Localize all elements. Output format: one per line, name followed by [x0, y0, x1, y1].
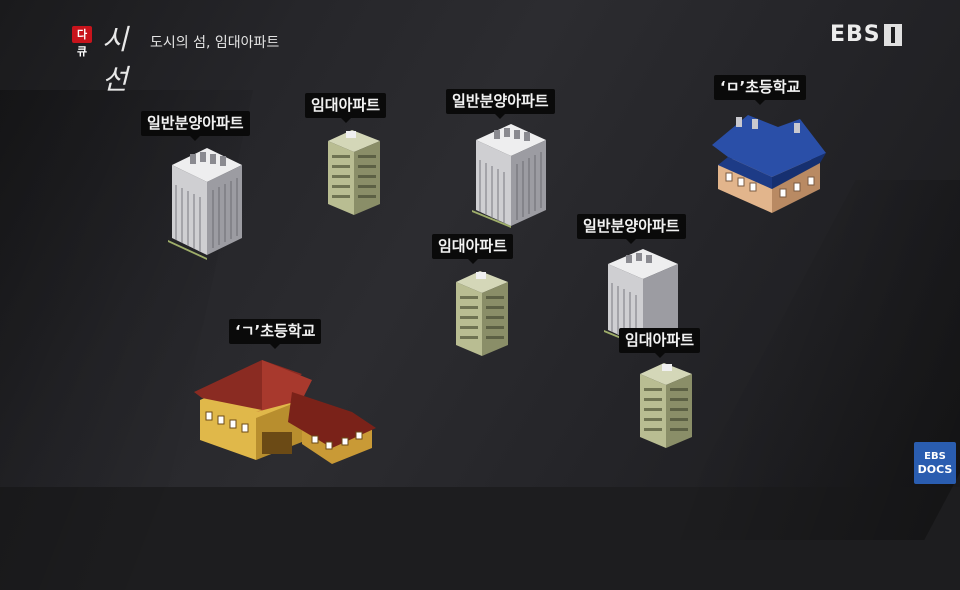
sale-apartment-icon	[472, 124, 546, 228]
label-sale-apartment-1: 일반분양아파트	[141, 111, 250, 141]
series-badge: 다큐	[72, 26, 93, 58]
rental-apartment-icon	[456, 271, 508, 356]
ebs-docs-logo: EBS DOCS	[914, 442, 956, 484]
rental-apartment-icon	[640, 363, 692, 448]
label-rental-apartment-2: 임대아파트	[432, 234, 514, 264]
ebs1-logo: EBS	[830, 22, 902, 47]
ebs-wordmark: EBS	[830, 22, 881, 47]
label-rental-apartment-1: 임대아파트	[305, 93, 387, 123]
episode-title: 도시의 섬, 임대아파트	[150, 35, 280, 51]
label-school-g: ‘ㄱ’초등학교	[229, 319, 322, 349]
label-rental-apartment-3: 임대아파트	[619, 328, 701, 358]
docs-logo-top: EBS	[924, 451, 946, 462]
label-school-m: ‘ㅁ’초등학교	[714, 75, 807, 105]
rental-apartment-icon	[328, 130, 380, 215]
sale-apartment-icon	[604, 249, 678, 348]
series-logo: 시선	[102, 23, 129, 96]
school-icon	[712, 115, 826, 213]
label-sale-apartment-3: 일반분양아파트	[577, 214, 686, 244]
label-sale-apartment-2: 일반분양아파트	[446, 89, 555, 119]
sale-apartment-icon	[168, 148, 242, 260]
docs-logo-bottom: DOCS	[917, 463, 953, 476]
school-icon	[194, 360, 376, 464]
channel-mark	[883, 23, 902, 46]
